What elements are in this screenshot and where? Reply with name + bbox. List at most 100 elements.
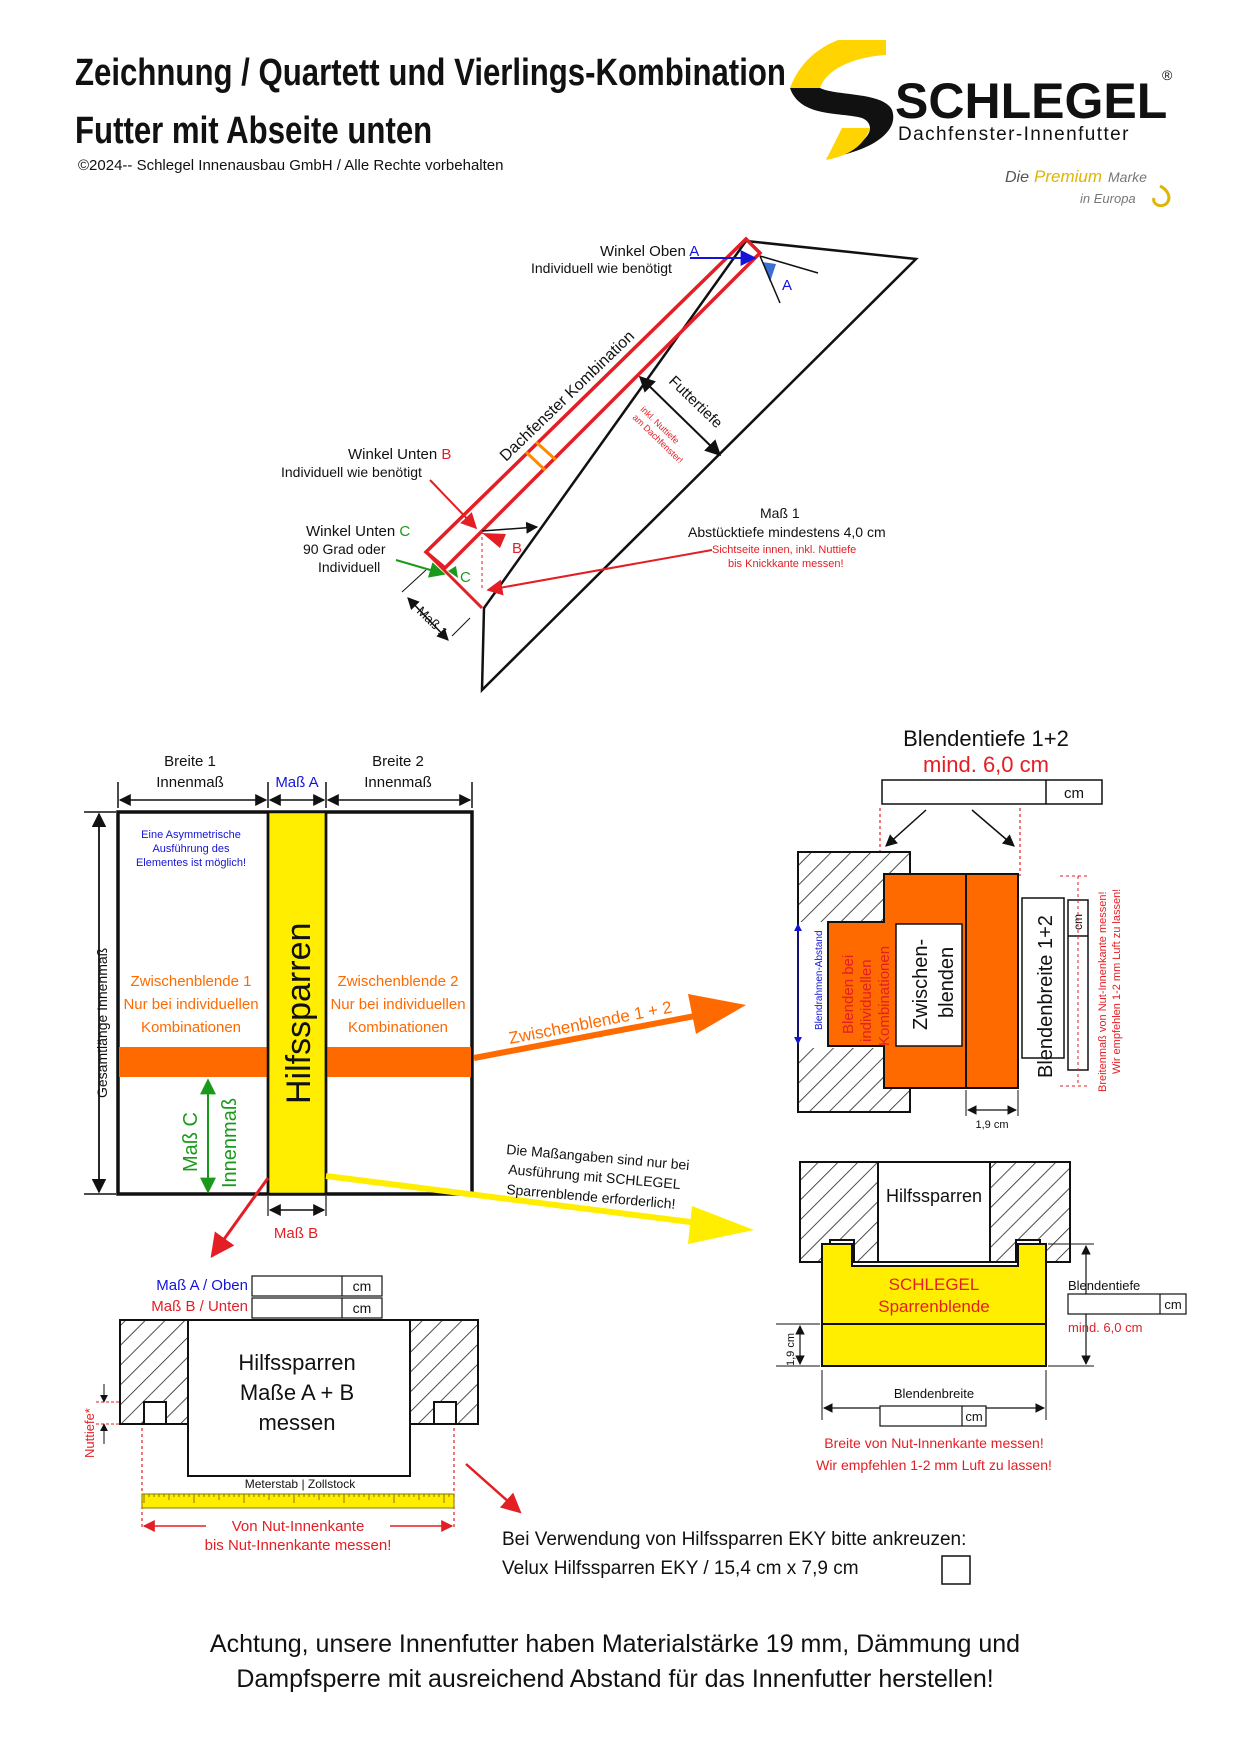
- winkel-unten-c-pointer: [395, 559, 446, 578]
- sparren-detail-title: Hilfssparren: [886, 1186, 982, 1206]
- angle-b-letter: B: [512, 540, 522, 557]
- mass-b-unten-label: Maß B / Unten: [151, 1298, 248, 1315]
- page-title-line2: Futter mit Abseite unten: [75, 110, 433, 152]
- blendentiefe-input[interactable]: [881, 779, 1103, 805]
- sb-line1: SCHLEGEL: [889, 1275, 980, 1294]
- angle-a-marker: [762, 262, 776, 282]
- angle-c-marker: [448, 566, 458, 578]
- hs-text-2: Maße A + B: [240, 1380, 354, 1405]
- divider-mark-2: [534, 440, 558, 462]
- zwischenblende-1-bar: [119, 1047, 268, 1077]
- breite1-line2: Innenmaß: [156, 774, 224, 791]
- zw-arrow-head-icon: [688, 994, 746, 1034]
- mass1-dimension-arrow: [407, 597, 449, 641]
- winkel-unten-b-pointer: [429, 479, 478, 530]
- nut-measure-label-bg: [206, 1516, 390, 1534]
- breite2-line1: Breite 2: [372, 753, 424, 770]
- sb-arrow-shaft: [325, 1173, 723, 1229]
- asym-note-3: Elementes ist möglich!: [136, 857, 246, 869]
- angle-c-letter: C: [460, 569, 471, 586]
- meterstab-label: Meterstab | Zollstock: [245, 1477, 356, 1491]
- copyright: ©2024-- Schlegel Innenausbau GmbH / Alle…: [78, 157, 504, 174]
- ruler-ticks: [143, 1494, 455, 1503]
- logo-subtitle: Dachfenster-Innenfutter: [898, 124, 1130, 145]
- logo-swoosh-bottom-icon: [826, 128, 870, 160]
- hilfssparren-label: Hilfssparren: [280, 923, 318, 1104]
- mass1-note-1: Sichtseite innen, inkl. Nuttiefe: [712, 544, 856, 556]
- mass1-dim-label: Maß 1: [414, 603, 451, 639]
- gesamtlaenge-label: Gesamtlänge Innenmaß: [94, 948, 110, 1098]
- logo-tagline-marke: Marke: [1108, 169, 1147, 185]
- winkel-unten-b-label: Winkel Unten B: [348, 446, 451, 463]
- winkel-unten-b-desc: Individuell wie benötigt: [281, 464, 422, 480]
- breite2-line2: Innenmaß: [364, 774, 432, 791]
- blenden-note-2: individuellen: [858, 959, 875, 1042]
- sb-line2: Sparrenblende: [878, 1297, 990, 1316]
- sb-tiefe-input[interactable]: [1067, 1293, 1187, 1315]
- mass-b-label: Maß B: [274, 1225, 318, 1242]
- sparrenblende-profile: [821, 1243, 1047, 1367]
- futtertiefe-arrow: [638, 375, 722, 457]
- logo-tagline-europa: in Europa: [1080, 191, 1136, 206]
- zwischenblende-2-bar: [326, 1047, 471, 1077]
- blendentiefe-arrow-right: [971, 809, 1015, 847]
- winkel-oben-desc: Individuell wie benötigt: [531, 260, 672, 276]
- section-view: A Winkel Oben A Individuell wie benötigt…: [281, 236, 919, 694]
- sb-note-1: Breite von Nut-Innenkante messen!: [824, 1435, 1043, 1451]
- sparren-hatch-left: [799, 1161, 879, 1263]
- sparrenblende-detail: Hilfssparren SCHLEGEL Sparrenblende Blen…: [776, 1161, 1187, 1473]
- zw2-line2: Nur bei individuellen: [330, 996, 465, 1013]
- sb-breite-input[interactable]: [879, 1405, 987, 1427]
- divider-mark-1: [524, 450, 547, 472]
- angle-a-letter: A: [782, 277, 792, 294]
- eky-section: Bei Verwendung von Hilfssparren EKY bitt…: [502, 1529, 971, 1585]
- zw1-line1: Zwischenblende 1: [131, 973, 252, 990]
- zwischenblende-arrow: Zwischenblende 1 + 2: [473, 994, 746, 1061]
- schlegel-logo: SCHLEGEL ® Dachfenster-Innenfutter Die P…: [790, 40, 1173, 208]
- winkel-unten-c-label: Winkel Unten C: [306, 523, 410, 540]
- logo-registered: ®: [1162, 67, 1173, 83]
- eky-checkbox[interactable]: [941, 1555, 971, 1585]
- mass-b-unten-unit: cm: [353, 1300, 372, 1316]
- blendenbreite-note-2: Wir empfehlen 1-2 mm Luft zu lassen!: [1111, 889, 1123, 1074]
- hs-text-1: Hilfssparren: [238, 1350, 355, 1375]
- angle-a-ray-2: [759, 255, 781, 304]
- winkel-oben-label: Winkel Oben A: [600, 243, 699, 260]
- zw2-line1: Zwischenblende 2: [338, 973, 459, 990]
- sb-tiefe-label: Blendentiefe: [1068, 1278, 1140, 1293]
- winkel-unten-c-desc-1: 90 Grad oder: [303, 541, 386, 557]
- ruler: [141, 1493, 455, 1509]
- logo-swoosh-mid-icon: [790, 88, 894, 158]
- blenden-note-3: Kombinationen: [876, 946, 893, 1046]
- zwischenblenden-2: blenden: [936, 947, 958, 1018]
- mass-a-oben-label: Maß A / Oben: [156, 1277, 248, 1294]
- zwischenblenden-box: [895, 923, 963, 1047]
- blendentiefe-arrow-left: [885, 809, 927, 847]
- sb-note-2: Wir empfehlen 1-2 mm Luft zu lassen!: [816, 1457, 1052, 1473]
- logo-tagline-die: Die: [1005, 169, 1029, 186]
- eky-velux: Velux Hilfssparren EKY / 15,4 cm x 7,9 c…: [502, 1558, 859, 1579]
- hs-hatch-right: [409, 1319, 479, 1425]
- von-nut-line2: bis Nut-Innenkante messen!: [205, 1537, 392, 1554]
- blendenbreite-profile: [965, 873, 1019, 1089]
- mass-c-innen-label: Innenmaß: [219, 1098, 241, 1188]
- sb-breite-label: Blendenbreite: [894, 1386, 974, 1401]
- mass-a-oben-input[interactable]: [251, 1275, 383, 1297]
- logo-brand: SCHLEGEL: [895, 73, 1167, 129]
- hilfssparren-detail: Maß A / Oben Maß B / Unten cm cm Hilfssp…: [82, 1275, 522, 1554]
- blenden-note-1: Blenden bei: [840, 955, 857, 1034]
- mass-c-label: Maß C: [180, 1112, 202, 1172]
- page-title-line1: Zeichnung / Quartett und Vierlings-Kombi…: [75, 52, 786, 94]
- mass1-ext-1: [401, 569, 427, 593]
- front-view: Hilfssparren Breite 1 Innenmaß Maß A Bre…: [84, 753, 474, 1258]
- footer-line1: Achtung, unsere Innenfutter haben Materi…: [210, 1630, 1020, 1658]
- dim19-label: 1,9 cm: [975, 1119, 1008, 1131]
- mass-b-unten-input[interactable]: [251, 1297, 383, 1319]
- logo-tagline-swirl-icon: [1152, 184, 1171, 208]
- angle-a-ray-1: [759, 255, 819, 274]
- mass-a-label: Maß A: [275, 774, 318, 791]
- mass1-desc: Abstücktiefe mindestens 4,0 cm: [688, 524, 886, 540]
- blende-detail: Blendentiefe 1+2 mind. 6,0 cm cm Blendra…: [794, 726, 1123, 1131]
- sparren-hatch-right: [989, 1161, 1071, 1263]
- futtertiefe-label: Futtertiefe: [665, 373, 725, 432]
